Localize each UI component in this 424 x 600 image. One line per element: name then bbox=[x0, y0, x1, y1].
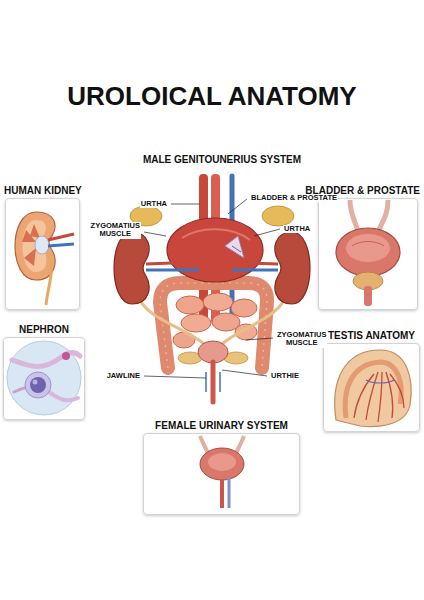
bladder-picture bbox=[336, 200, 400, 306]
kidney-picture bbox=[15, 212, 74, 305]
nephron-picture bbox=[25, 372, 51, 398]
female-picture bbox=[228, 478, 231, 508]
figure-panel: TESTIS ANATOMY bbox=[323, 343, 420, 432]
testis-picture bbox=[390, 374, 404, 408]
leader-line bbox=[246, 338, 273, 340]
bladder-picture bbox=[378, 200, 388, 232]
part-label: JAWLINE bbox=[106, 372, 141, 380]
male-figure bbox=[114, 232, 149, 304]
leader-line bbox=[222, 370, 267, 376]
male-figure bbox=[221, 300, 284, 345]
kidney-picture bbox=[48, 244, 74, 246]
male-figure bbox=[203, 293, 233, 311]
part-label: ZYGOMATIUS MUSCLE bbox=[276, 331, 327, 348]
part-label: ZYGOMATIUS MUSCLE bbox=[90, 222, 141, 239]
leader-line bbox=[144, 199, 280, 378]
testis-picture bbox=[386, 372, 393, 418]
page-title: UROLOICAL ANATOMY bbox=[67, 82, 356, 111]
panel-heading: FEMALE URINARY SYSTEM bbox=[155, 420, 288, 432]
testis-picture bbox=[335, 350, 411, 427]
male-figure bbox=[232, 246, 241, 252]
kidney-picture bbox=[48, 234, 74, 240]
leader-line bbox=[171, 204, 200, 205]
male-figure bbox=[167, 218, 263, 282]
male-figure bbox=[146, 262, 278, 264]
male-figure bbox=[176, 296, 204, 314]
leader-line bbox=[228, 199, 247, 214]
male-figure bbox=[114, 174, 310, 402]
leader-line bbox=[144, 232, 166, 236]
part-label: URTHA bbox=[283, 225, 311, 233]
male-figure bbox=[181, 314, 211, 332]
testis-picture bbox=[335, 350, 411, 427]
part-label: URTHA bbox=[140, 200, 168, 208]
figure-panel: NEPHRON bbox=[3, 337, 85, 420]
panel-heading: HUMAN KIDNEY bbox=[4, 185, 82, 197]
bladder-picture bbox=[336, 228, 400, 276]
bladder-picture bbox=[346, 234, 390, 262]
nephron-picture bbox=[7, 341, 81, 415]
testis-picture bbox=[354, 374, 374, 418]
male-figure bbox=[275, 232, 310, 304]
female-picture bbox=[220, 480, 224, 508]
figure-panel: BLADDER & PROSTATE bbox=[318, 198, 418, 310]
testis-picture bbox=[354, 372, 404, 422]
bladder-picture bbox=[350, 200, 358, 232]
male-figure bbox=[211, 362, 216, 402]
nephron-picture bbox=[62, 352, 70, 360]
testis-picture bbox=[345, 362, 401, 418]
bladder-picture bbox=[364, 286, 372, 306]
testis-picture bbox=[378, 372, 382, 422]
figure-panel: HUMAN KIDNEY bbox=[5, 198, 80, 310]
male-figure bbox=[206, 372, 220, 392]
kidney-picture bbox=[35, 236, 49, 254]
male-figure bbox=[225, 236, 244, 258]
female-picture bbox=[200, 448, 244, 480]
male-figure bbox=[182, 229, 250, 240]
male-figure bbox=[262, 206, 294, 226]
section-heading: MALE GENITOUNERIUS SYSTEM bbox=[142, 154, 302, 165]
panel-heading: NEPHRON bbox=[19, 324, 69, 336]
nephron-picture bbox=[7, 341, 81, 415]
leader-line bbox=[254, 229, 280, 236]
female-picture bbox=[200, 436, 244, 508]
testis-picture bbox=[366, 380, 394, 383]
leader-line bbox=[144, 376, 206, 378]
testis-picture bbox=[366, 372, 378, 420]
male-figure bbox=[140, 300, 205, 345]
nephron-picture bbox=[30, 377, 46, 393]
female-picture bbox=[208, 453, 236, 471]
bladder-picture bbox=[352, 242, 384, 247]
panel-heading: TESTIS ANATOMY bbox=[328, 330, 415, 342]
nephron-picture bbox=[33, 380, 38, 385]
figure-panel: FEMALE URINARY SYSTEM bbox=[143, 433, 300, 515]
male-figure bbox=[231, 299, 257, 317]
male-figure bbox=[275, 232, 310, 304]
nephron-picture bbox=[12, 353, 80, 367]
male-figure bbox=[146, 269, 278, 272]
kidney-picture bbox=[46, 252, 51, 305]
part-label: URTHIE bbox=[270, 372, 300, 380]
part-label: BLADDER & PROSTATE bbox=[250, 194, 338, 202]
